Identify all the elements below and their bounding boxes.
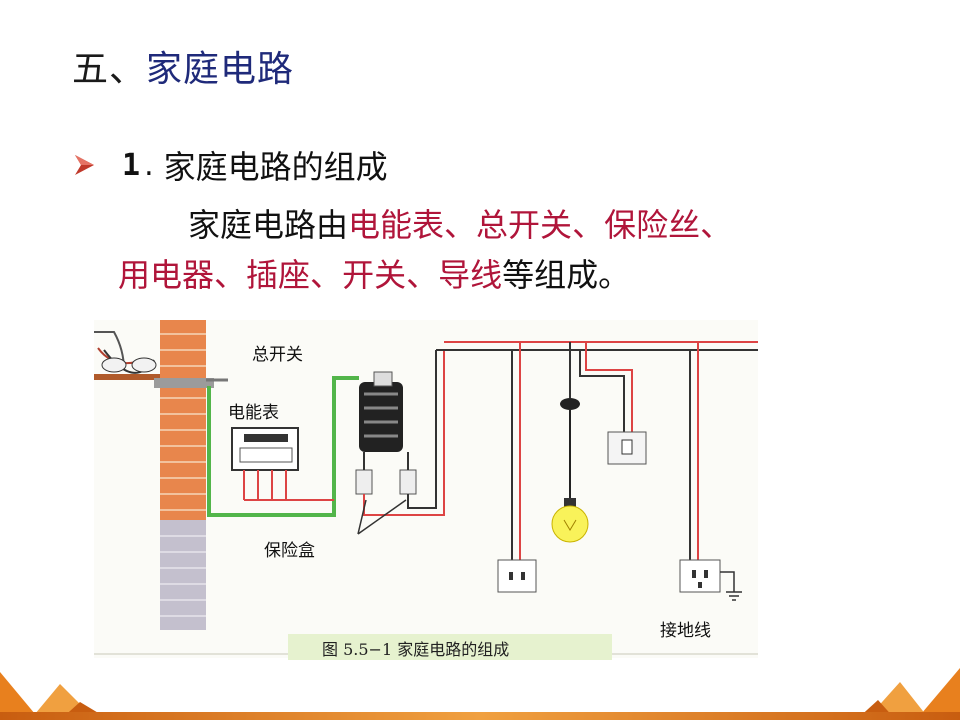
separator: 、 (406, 256, 439, 294)
circuit-figure (94, 320, 758, 658)
brick-wall (154, 320, 214, 630)
fuse-icon (355, 350, 445, 535)
separator: 、 (444, 206, 477, 244)
switch-icon (359, 371, 403, 452)
bullet-number: 1 (122, 147, 141, 183)
socket-icon (679, 559, 721, 593)
bullet-dot: . (144, 147, 154, 183)
component-meter: 电能表 (348, 206, 445, 244)
component-main-switch: 总开关 (476, 206, 573, 244)
meter-icon (231, 427, 334, 501)
separator: 、 (310, 256, 343, 294)
label-ground-wire: 接地线 (660, 621, 711, 641)
para-tail: 等组成。 (502, 256, 631, 294)
body-paragraph: 家庭电路由电能表、总开关、保险丝、 用电器、插座、开关、导线等组成。 (118, 200, 878, 300)
ground-icon (720, 571, 742, 601)
label-meter: 电能表 (228, 403, 279, 423)
bullet-item: 1 . 家庭电路的组成 (72, 145, 388, 186)
figure-caption: 图 5.5−1 家庭电路的组成 (322, 640, 510, 659)
separator: 、 (700, 206, 733, 244)
title-main: 家庭电路 (146, 49, 295, 90)
label-fuse-box: 保险盒 (264, 541, 315, 561)
arrow-bullet-icon (75, 155, 94, 175)
bulb-icon (551, 398, 589, 543)
title-prefix: 五、 (72, 49, 147, 90)
component-socket: 插座 (246, 256, 311, 294)
slide-title: 五、家庭电路 (72, 40, 294, 92)
caption-background (288, 634, 612, 660)
bottom-bar (0, 712, 960, 720)
component-switch: 开关 (342, 256, 407, 294)
para-lead: 家庭电路由 (188, 206, 349, 244)
component-wire: 导线 (438, 256, 503, 294)
separator: 、 (572, 206, 605, 244)
service-entry-icon (94, 331, 164, 380)
bullet-text: 家庭电路的组成 (163, 148, 388, 186)
socket-icon (497, 559, 537, 593)
component-appliance: 用电器 (118, 256, 215, 294)
separator: 、 (214, 256, 247, 294)
label-main-switch: 总开关 (252, 345, 303, 365)
component-fuse: 保险丝 (604, 206, 701, 244)
